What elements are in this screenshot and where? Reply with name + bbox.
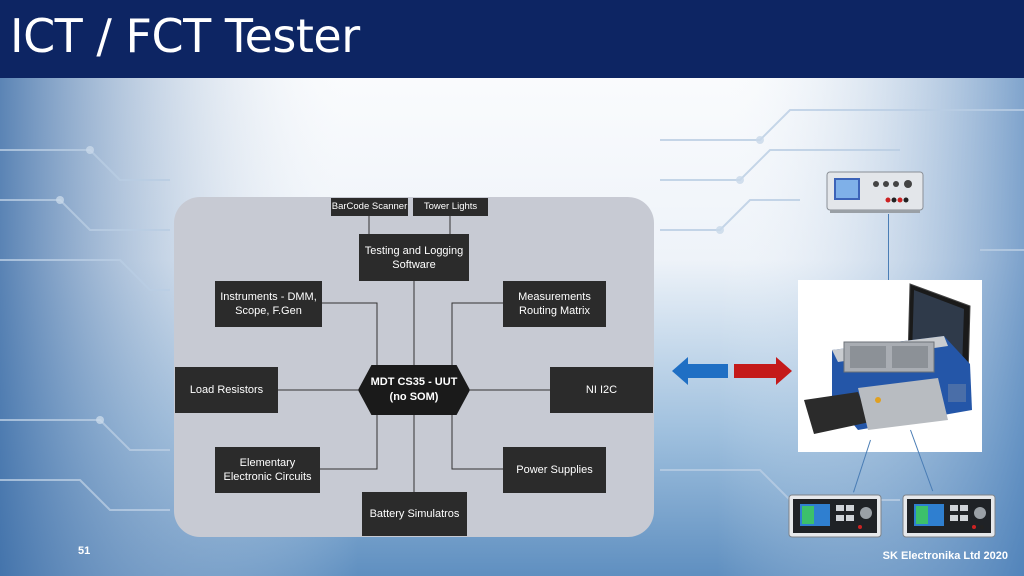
left-arrow-icon bbox=[672, 357, 728, 385]
title-bar: ICT / FCT Tester bbox=[0, 0, 1024, 78]
power-supplies-node: Power Supplies bbox=[503, 447, 606, 493]
footer-company: SK Electronika Ltd 2020 bbox=[882, 550, 1008, 562]
oscilloscope-icon bbox=[826, 171, 924, 213]
bidirectional-arrow-icon bbox=[672, 357, 792, 385]
power-supply-icon bbox=[788, 494, 882, 538]
tower-lights-node: Tower Lights bbox=[413, 198, 488, 216]
ni-i2c-node: NI I2C bbox=[550, 367, 653, 413]
slide-title: ICT / FCT Tester bbox=[10, 9, 360, 63]
uut-center-node: MDT CS35 - UUT (no SOM) bbox=[358, 365, 470, 415]
testing-logging-software-node: Testing and Logging Software bbox=[359, 234, 469, 281]
power-supply-icon-2 bbox=[902, 494, 996, 538]
page-number: 51 bbox=[78, 545, 91, 557]
battery-simulators-node: Battery Simulatros bbox=[362, 492, 467, 536]
instrument-cable bbox=[888, 214, 889, 280]
instruments-node: Instruments - DMM, Scope, F.Gen bbox=[215, 281, 322, 327]
routing-matrix-node: Measurements Routing Matrix bbox=[503, 281, 606, 327]
barcode-scanner-node: BarCode Scanner bbox=[331, 198, 408, 216]
test-station-icon bbox=[804, 283, 972, 434]
elementary-circuits-node: Elementary Electronic Circuits bbox=[215, 447, 320, 493]
right-arrow-icon bbox=[734, 357, 792, 385]
load-resistors-node: Load Resistors bbox=[175, 367, 278, 413]
